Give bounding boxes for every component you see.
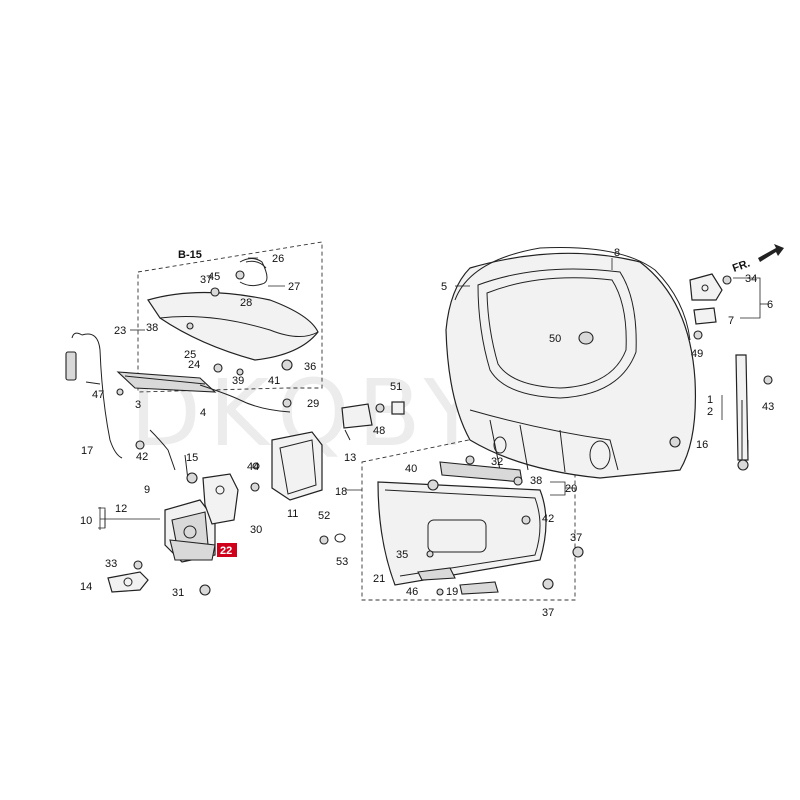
- callout: 34: [745, 273, 757, 285]
- callout: 44: [247, 461, 259, 473]
- callout: 43: [762, 401, 774, 413]
- callout: 29: [307, 398, 319, 410]
- callout: 40: [405, 463, 417, 475]
- fasteners: [116, 270, 773, 596]
- callout: 31: [172, 587, 184, 599]
- callout: 5: [441, 281, 447, 293]
- callout: 35: [396, 549, 408, 561]
- callout: 16: [696, 439, 708, 451]
- cables: [65, 332, 189, 481]
- callouts: 1 2 3 4 5 6 7 8 9 10 11 12 13 14 15 16 1…: [80, 247, 774, 619]
- latch-cover: [271, 431, 323, 501]
- callout: 15: [186, 452, 198, 464]
- section-ref: B-15: [178, 249, 202, 261]
- callout: 1: [707, 394, 713, 406]
- callout: 10: [80, 515, 92, 527]
- callout: 30: [250, 524, 262, 536]
- direction-label: FR.: [731, 257, 752, 274]
- callout: 9: [144, 484, 150, 496]
- callout: 36: [304, 361, 316, 373]
- callout: 14: [80, 581, 92, 593]
- callout: 37: [542, 607, 554, 619]
- tailgate-assembly: [445, 247, 696, 479]
- leader-lines: [99, 257, 768, 530]
- tailgate-latch: [164, 473, 239, 563]
- callout: 42: [542, 513, 554, 525]
- callout: 52: [318, 510, 330, 522]
- callout: 3: [135, 399, 141, 411]
- callout: 37: [570, 532, 582, 544]
- callout: 49: [691, 348, 703, 360]
- callout: 6: [767, 299, 773, 311]
- highlighted-part-22: 22: [217, 543, 237, 557]
- callout: 23: [114, 325, 126, 337]
- callout: 50: [549, 333, 561, 345]
- callout: 38: [146, 322, 158, 334]
- callout: 7: [728, 315, 734, 327]
- callout: 18: [335, 486, 347, 498]
- callout: 27: [288, 281, 300, 293]
- callout: 41: [268, 375, 280, 387]
- callout: 53: [336, 556, 348, 568]
- callout: 12: [115, 503, 127, 515]
- callout: 28: [240, 297, 252, 309]
- callout: 21: [373, 573, 385, 585]
- callout: 46: [406, 586, 418, 598]
- hinge-damper: [689, 273, 749, 461]
- callout: 51: [390, 381, 402, 393]
- callout: 45: [208, 271, 220, 283]
- highlight-label: 22: [220, 545, 232, 557]
- callout: 2: [707, 406, 713, 418]
- spoiler-part: [116, 291, 319, 413]
- callout: 48: [373, 425, 385, 437]
- washer-hose: [239, 258, 268, 287]
- callout: 25: [184, 349, 196, 361]
- callout: 20: [565, 483, 577, 495]
- callout: 26: [272, 253, 284, 265]
- callout: 39: [232, 375, 244, 387]
- callout: 4: [200, 407, 206, 419]
- callout: 11: [287, 508, 298, 520]
- callout: 38: [530, 475, 542, 487]
- group-outlines: [98, 241, 576, 601]
- callout: 24: [188, 359, 200, 371]
- callout: 32: [491, 456, 503, 468]
- callout: 37: [200, 274, 212, 286]
- striker: [107, 571, 149, 593]
- callout: 19: [446, 586, 458, 598]
- callout: 42: [136, 451, 148, 463]
- callout: 47: [92, 389, 104, 401]
- callout: 33: [105, 558, 117, 570]
- callout: 13: [344, 452, 356, 464]
- garnish-switch: [341, 401, 405, 441]
- callout: 17: [81, 445, 93, 457]
- direction-arrow: FR.: [731, 244, 784, 275]
- callout: 8: [614, 247, 620, 259]
